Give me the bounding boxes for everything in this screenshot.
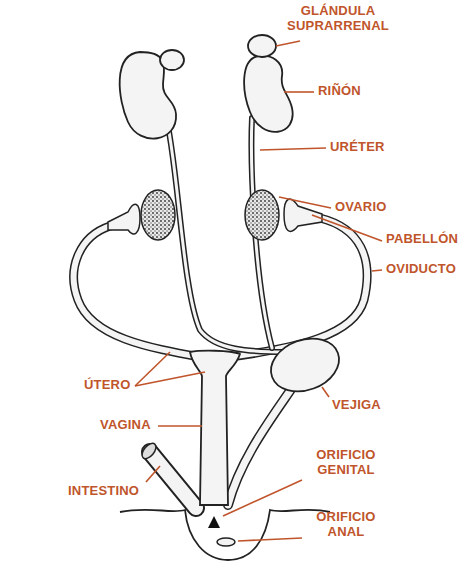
part-label: RIÑÓN (318, 84, 361, 99)
leader-line (372, 270, 382, 271)
anal-orifice (217, 538, 235, 546)
leader-line (276, 41, 300, 46)
part-label: VEJIGA (332, 398, 381, 413)
part-label: ORIFICIO GENITAL (304, 448, 388, 478)
part-label: OVARIO (335, 200, 387, 215)
ovary-shape (141, 190, 175, 240)
infundibulum-shape (108, 204, 140, 234)
part-label: ORIFICIO ANAL (304, 510, 388, 540)
ureter-tube (165, 112, 285, 352)
part-label: URÉTER (330, 140, 385, 155)
leader-line (223, 480, 302, 516)
genital-orifice (208, 516, 220, 528)
intestine-end (139, 441, 158, 461)
part-label: INTESTINO (68, 484, 139, 499)
oviduct-tube (222, 218, 367, 358)
leader-line (238, 538, 302, 541)
ovary-shape (245, 190, 279, 240)
leader-line (279, 197, 331, 208)
perineum-outline (120, 510, 330, 560)
bladder-shape (264, 330, 347, 401)
kidney-shape (244, 56, 293, 132)
leader-line (260, 148, 326, 150)
part-label: OVIDUCTO (386, 262, 456, 277)
adrenal-gland (248, 35, 276, 57)
leader-line (322, 387, 329, 397)
part-label: GLÁNDULA SUPRARRENAL (282, 4, 394, 34)
adrenal-gland (160, 50, 184, 70)
leader-line (146, 466, 160, 482)
oviduct-tube (222, 218, 367, 358)
part-label: ÚTERO (84, 378, 131, 393)
ureter-tube (165, 112, 285, 352)
leader-line (158, 425, 202, 427)
infundibulum-shape (284, 199, 322, 231)
urethra-tube (228, 388, 292, 505)
leader-line (135, 352, 170, 386)
leader-line (284, 91, 314, 93)
intestine-tube (150, 452, 196, 508)
leader-line (312, 215, 382, 241)
part-label: VAGINA (100, 418, 151, 433)
part-label: PABELLÓN (386, 232, 458, 247)
leader-line (135, 372, 205, 386)
urethra-tube (228, 388, 292, 505)
intestine-tube (150, 452, 196, 508)
